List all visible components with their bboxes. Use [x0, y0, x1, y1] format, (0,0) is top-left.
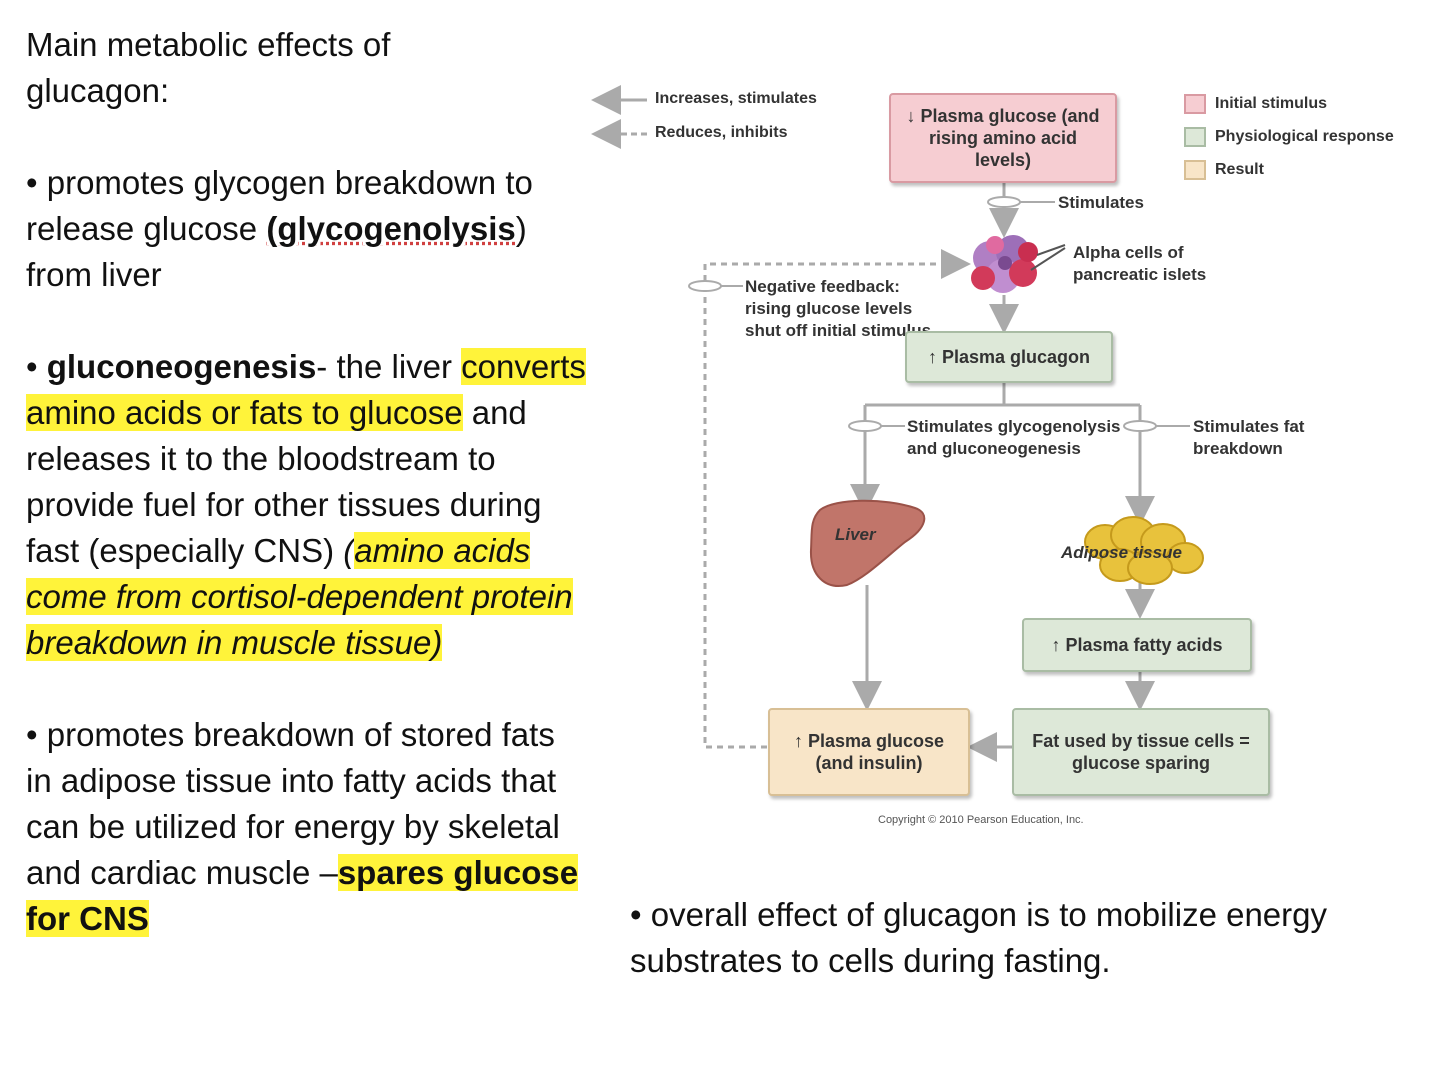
legend-increases-label: Increases, stimulates — [655, 90, 817, 107]
box-plasma-glucagon: ↑ Plasma glucagon — [905, 331, 1113, 383]
title-line-1: Main metabolic effects of — [26, 26, 391, 63]
label-adipose: Adipose tissue — [1061, 543, 1182, 562]
liver-icon — [809, 499, 926, 587]
label-alpha-cells: Alpha cells of pancreatic islets — [1073, 243, 1207, 284]
title-line-2: glucagon: — [26, 72, 170, 109]
slide-title: Main metabolic effects of glucagon: — [26, 22, 586, 114]
box-plasma-fatty-acids: ↑ Plasma fatty acids — [1022, 618, 1252, 672]
bullet-1-tail: ) from liver — [26, 210, 527, 293]
key-result-label: Result — [1215, 161, 1264, 178]
paren-open: ( — [343, 532, 355, 569]
bullet-fat-breakdown: • promotes breakdown of stored fats in a… — [26, 712, 586, 942]
label-stimulates-fat: Stimulates fat breakdown — [1193, 417, 1305, 458]
bullet-2-text: - the liver — [316, 348, 462, 385]
box-high-plasma-glucose: ↑ Plasma glucose (and insulin) — [768, 708, 970, 796]
label-negative-feedback: Negative feedback: rising glucose levels… — [745, 277, 932, 340]
glycogenolysis-term: (glycogenolysis — [266, 210, 516, 247]
key-initial-label: Initial stimulus — [1215, 95, 1328, 112]
bullet-1-text: • promotes glycogen breakdown to release… — [26, 164, 533, 247]
negative-feedback-loop — [703, 249, 971, 749]
bullet-2-mid: and releases it to the bloodstream to pr… — [26, 394, 542, 569]
key-initial-swatch — [1184, 94, 1206, 114]
legend-reduces-label: Reduces, inhibits — [655, 124, 788, 141]
key-result-swatch — [1184, 160, 1206, 180]
bullet-2-mark: • — [26, 348, 47, 385]
box-fat-used: Fat used by tissue cells = glucose spari… — [1012, 708, 1270, 796]
bullet-3-text: • promotes breakdown of stored fats in a… — [26, 716, 560, 891]
adipose-tissue-icon — [1084, 516, 1204, 585]
label-liver: Liver — [835, 525, 876, 544]
diagram-connectors — [591, 85, 1204, 762]
gluconeogenesis-term: gluconeogenesis — [46, 348, 317, 385]
bullet-glycogenolysis: • promotes glycogen breakdown to release… — [26, 160, 586, 298]
label-stimulates-glyco: Stimulates glycogenolysis and gluconeoge… — [907, 417, 1121, 458]
label-stimulates-1: Stimulates — [1058, 193, 1144, 212]
key-physio-label: Physiological response — [1215, 128, 1394, 145]
overall-effect-text: • overall effect of glucagon is to mobil… — [630, 896, 1327, 979]
glucagon-flow-diagram: Increases, stimulates Reduces, inhibits … — [585, 80, 1435, 840]
left-text-column: Main metabolic effects of glucagon: • pr… — [26, 22, 586, 942]
bullet-gluconeogenesis: • gluconeogenesis- the liver converts am… — [26, 344, 586, 666]
alpha-cells-icon — [971, 235, 1038, 293]
key-physio-swatch — [1184, 127, 1206, 147]
copyright-notice: Copyright © 2010 Pearson Education, Inc. — [878, 814, 1084, 826]
box-low-plasma-glucose: ↓ Plasma glucose (and rising amino acid … — [889, 93, 1117, 183]
